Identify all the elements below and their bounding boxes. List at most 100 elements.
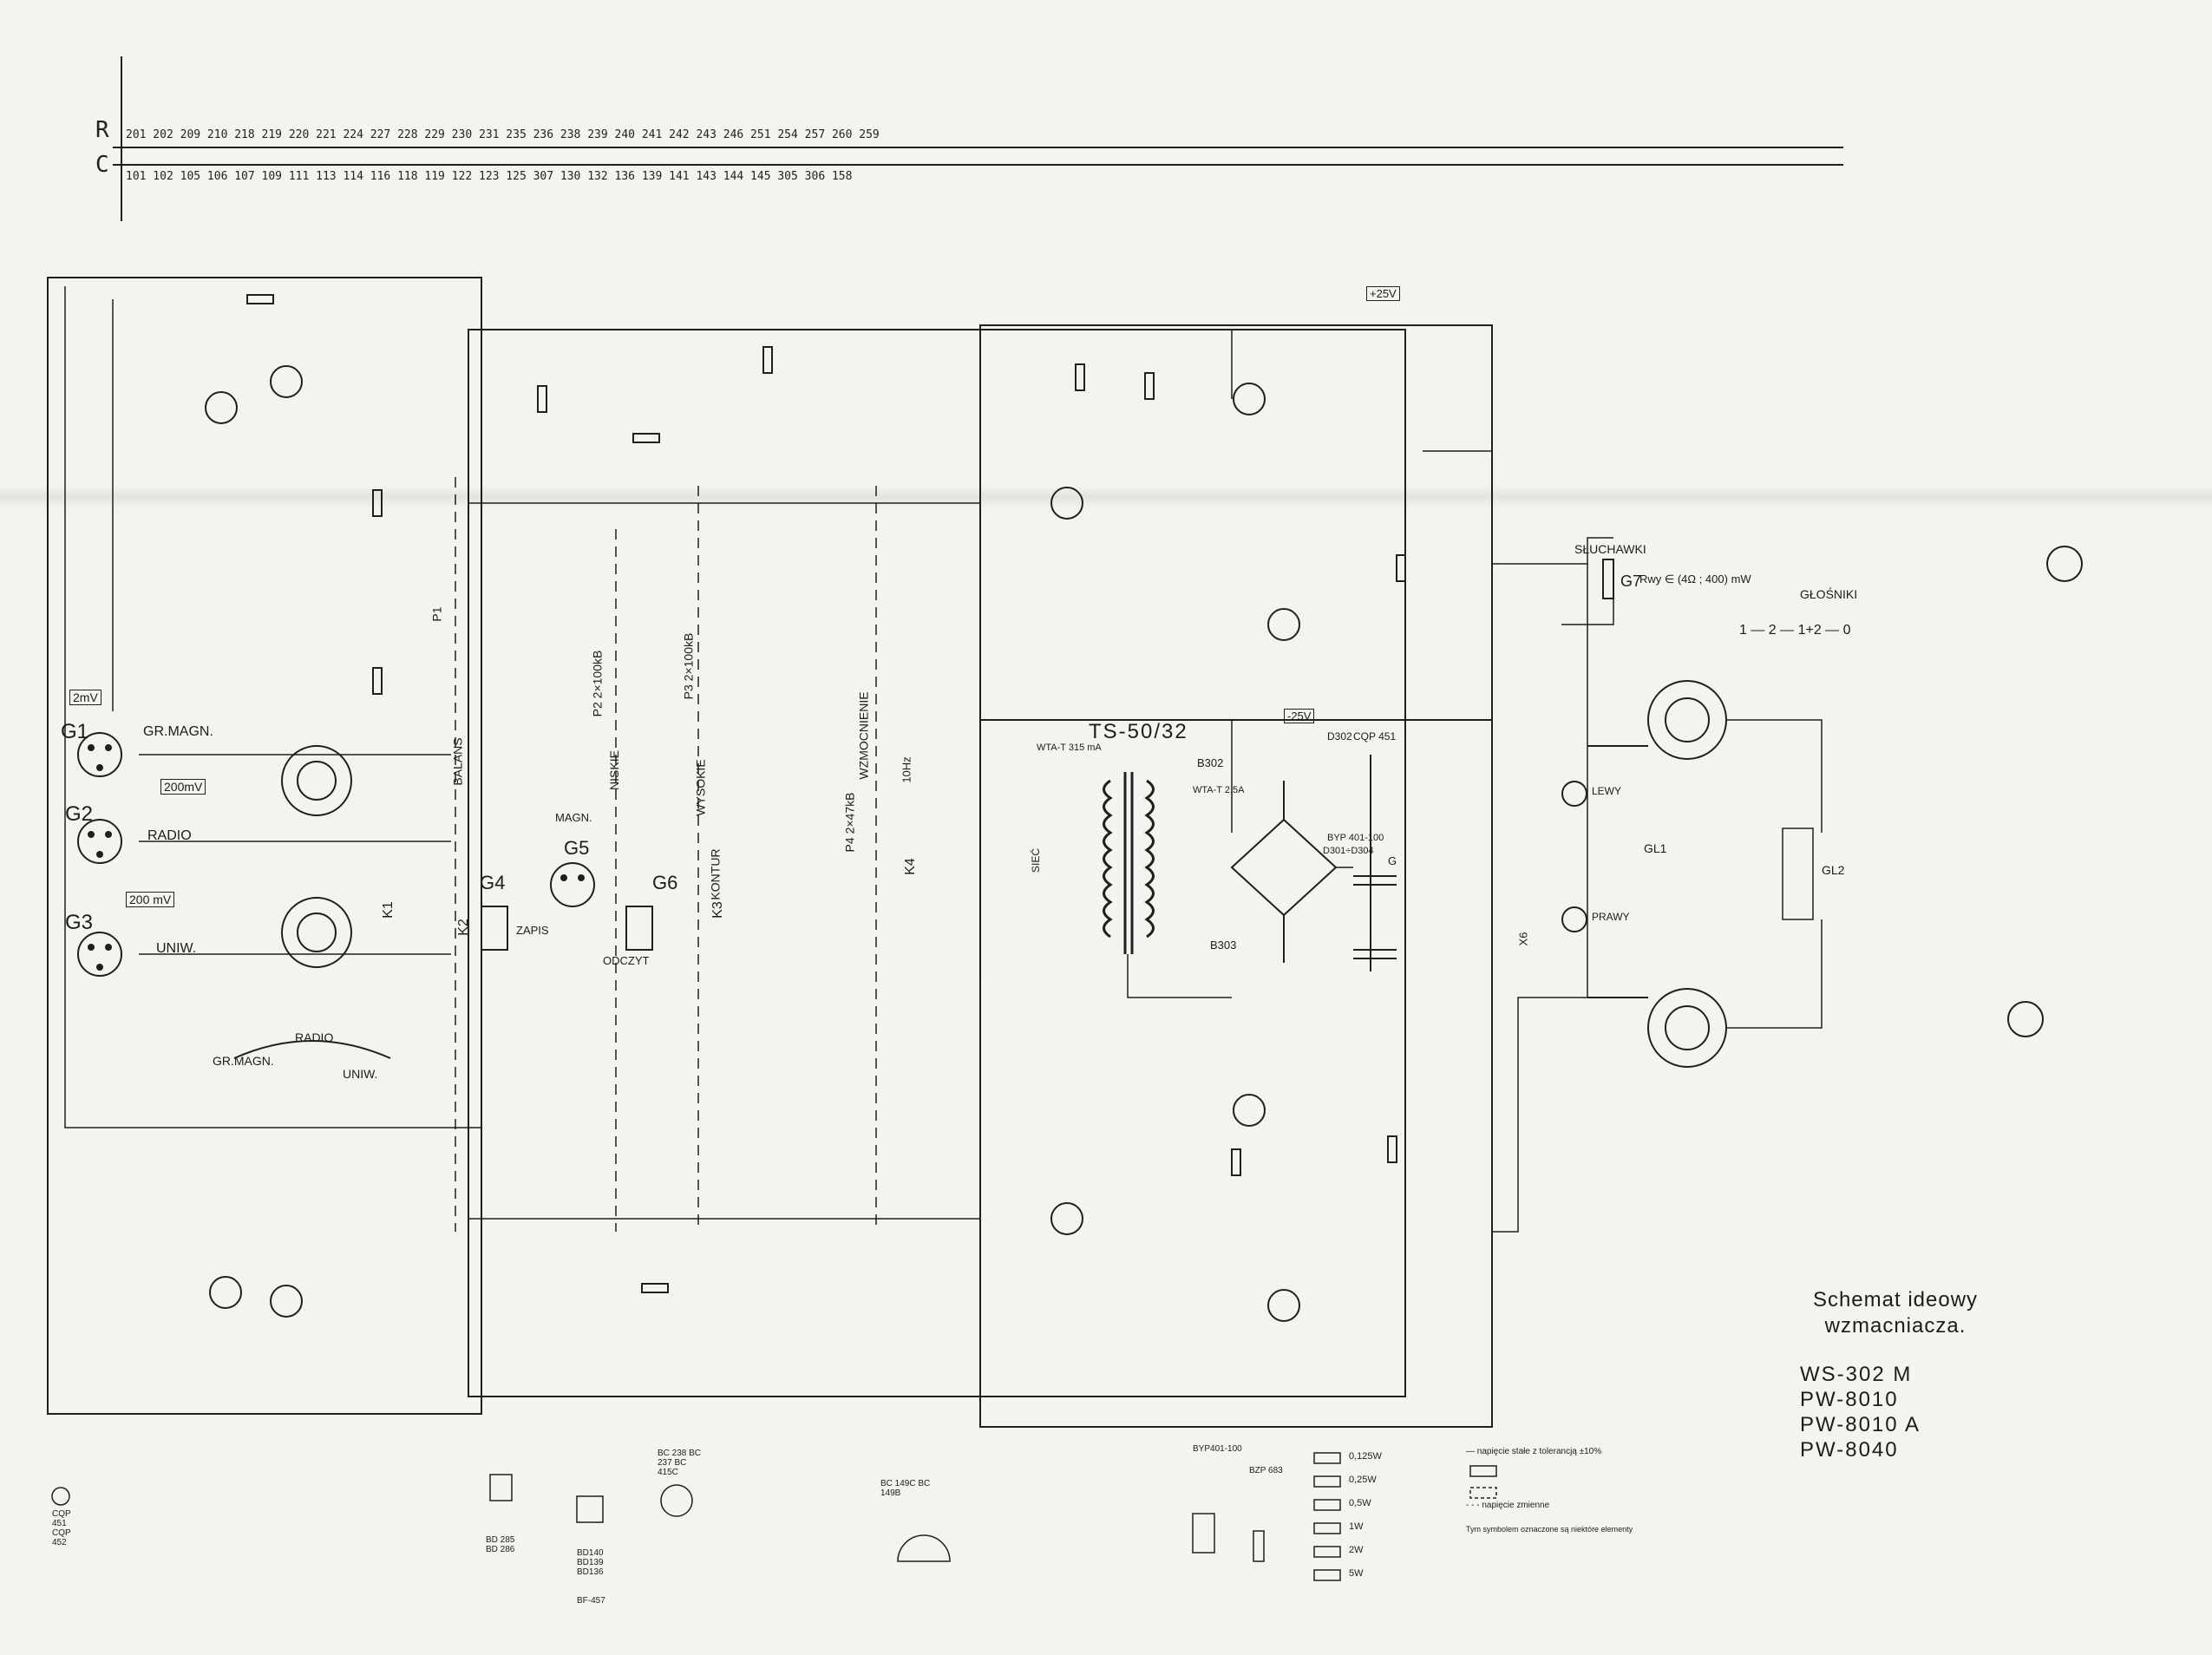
g3-desc: UNIW. bbox=[156, 941, 197, 956]
g-label: G bbox=[1388, 854, 1397, 867]
g1-level: 2mV bbox=[69, 690, 101, 705]
k1-label: K1 bbox=[380, 901, 396, 919]
legend-5w: 5W bbox=[1349, 1568, 1364, 1579]
p4-label: P4 2×47kB bbox=[842, 792, 857, 853]
wysokie-label: WYSOKIE bbox=[693, 759, 708, 816]
legend-025w: 0,25W bbox=[1349, 1475, 1377, 1485]
din-jack-g3 bbox=[77, 932, 122, 977]
sluchawki-label: SŁUCHAWKI bbox=[1574, 542, 1646, 556]
g6-label: G6 bbox=[652, 872, 678, 893]
rectifier-bridge bbox=[1230, 781, 1338, 963]
title-line1: Schemat ideowy bbox=[1812, 1288, 1979, 1312]
preamp-block bbox=[468, 329, 1406, 1397]
input-selector-upper bbox=[281, 745, 352, 816]
transformer bbox=[1103, 772, 1155, 954]
switch-pos-label: 1 — 2 — 1+2 — 0 bbox=[1739, 623, 1851, 638]
rail-c-label: C bbox=[95, 152, 109, 178]
g2-level: 200mV bbox=[160, 779, 206, 795]
niskie-label: NISKIE bbox=[606, 750, 621, 790]
input-block bbox=[47, 277, 482, 1415]
g2-desc: RADIO bbox=[147, 828, 192, 843]
input-selector-lower bbox=[281, 897, 352, 968]
g1-label: G1 bbox=[61, 720, 89, 743]
jack-g4 bbox=[481, 906, 508, 951]
legend-05w: 0,5W bbox=[1349, 1498, 1371, 1508]
title-block: Schemat ideowy wzmacniacza. bbox=[1765, 1288, 2025, 1338]
filter-caps bbox=[1353, 755, 1397, 971]
led-label: CQP 451 bbox=[1353, 730, 1397, 742]
10hz-label: 10Hz bbox=[900, 756, 913, 783]
legend-swatches bbox=[1313, 1452, 1497, 1581]
model-item: PW-8040 bbox=[1800, 1438, 1899, 1462]
v25-label: +25V bbox=[1366, 286, 1400, 301]
siec-label: SIEĆ bbox=[1030, 847, 1043, 873]
ref-row-r: 201 202 209 210 218 219 220 221 224 227 … bbox=[126, 128, 880, 141]
speaker-lamps bbox=[1561, 745, 1648, 998]
gl2-label: GL2 bbox=[1822, 863, 1845, 877]
pkg-bzp: BZP 683 bbox=[1249, 1466, 1283, 1475]
p3-label: P3 2×100kB bbox=[681, 632, 696, 700]
kontur-label: KONTUR bbox=[708, 848, 723, 900]
selector-radio-label: RADIO bbox=[295, 1030, 334, 1044]
bridge-label: BYP 401-100 bbox=[1327, 833, 1384, 843]
pkg-bd140: BD140 BD139 BD136 bbox=[577, 1548, 604, 1577]
title-line2: wzmacniacza. bbox=[1824, 1314, 1967, 1338]
k2-label: K2 bbox=[455, 919, 471, 936]
zapis-label: ZAPIS bbox=[516, 924, 549, 937]
model-list: WS-302 M PW-8010 PW-8010 A PW-8040 bbox=[1800, 1362, 1921, 1462]
fuse-b-label: WTA-T 2,5A bbox=[1193, 785, 1245, 795]
paper-fold bbox=[0, 486, 2212, 508]
g3-level: 200 mV bbox=[126, 892, 175, 907]
p1-label: P1 bbox=[429, 606, 444, 622]
resistor-symbols bbox=[246, 294, 1406, 1293]
model-item: PW-8010 A bbox=[1800, 1413, 1921, 1436]
model-item: PW-8010 bbox=[1800, 1388, 1899, 1411]
b303-label: B303 bbox=[1210, 939, 1237, 952]
glosniki-label: GŁOŚNIKI bbox=[1800, 587, 1858, 601]
legend-1w: 1W bbox=[1349, 1521, 1364, 1532]
transformer-label: TS-50/32 bbox=[1089, 720, 1188, 743]
din-jack-g1 bbox=[77, 732, 122, 777]
package-outlines bbox=[51, 1474, 1265, 1562]
g1-desc: GR.MAGN. bbox=[143, 724, 213, 739]
ganged-pots bbox=[455, 477, 877, 1232]
vm25-label: -25V bbox=[1284, 709, 1315, 723]
rail-r-label: R bbox=[95, 117, 109, 143]
p2-label: P2 2×100kB bbox=[590, 650, 605, 717]
selector-uniw-label: UNIW. bbox=[343, 1067, 378, 1081]
odczyt-label: ODCZYT bbox=[603, 954, 650, 967]
din-jack-g2 bbox=[77, 819, 122, 864]
k3-label: K3 bbox=[710, 901, 725, 919]
din-jack-g5 bbox=[550, 862, 595, 907]
headphone-jack-g7 bbox=[1602, 559, 1614, 599]
g4-label: G4 bbox=[480, 872, 506, 893]
speaker-selector-lower bbox=[1647, 988, 1727, 1068]
ref-row-c: 101 102 105 106 107 109 111 113 114 116 … bbox=[126, 170, 853, 183]
b302-label: B302 bbox=[1197, 756, 1224, 769]
pkg-cqp: CQP 451 CQP 452 bbox=[52, 1509, 71, 1547]
model-item: WS-302 M bbox=[1800, 1363, 1913, 1386]
g7-label: G7 bbox=[1620, 572, 1642, 590]
x6-label: X6 bbox=[1516, 932, 1530, 946]
pkg-bf457: BF-457 bbox=[577, 1596, 605, 1606]
selector-arc bbox=[233, 1040, 391, 1059]
d302-label: D302 bbox=[1327, 730, 1352, 742]
legend-solid: — napięcie stałe z tolerancją ±10% bbox=[1466, 1447, 1602, 1456]
legend-2w: 2W bbox=[1349, 1545, 1364, 1555]
wiring bbox=[64, 286, 1823, 1233]
legend-0125w: 0,125W bbox=[1349, 1451, 1382, 1462]
k4-label: K4 bbox=[902, 858, 918, 875]
g3-label: G3 bbox=[65, 911, 94, 934]
balans-label: BALANS bbox=[450, 737, 465, 786]
impedance-label: Rwy ∈ (4Ω ; 400) mW bbox=[1639, 572, 1751, 585]
bridge-range-label: D301÷D304 bbox=[1323, 846, 1374, 856]
g5-label: G5 bbox=[564, 837, 590, 859]
gl1-label: GL1 bbox=[1644, 841, 1667, 855]
jack-g6 bbox=[625, 906, 653, 951]
pkg-bc149: BC 149C BC 149B bbox=[880, 1479, 931, 1498]
lewy-label: LEWY bbox=[1592, 785, 1622, 797]
wzmocnienie-label: WZMOCNIENIE bbox=[856, 691, 871, 780]
selector-grmagn-label: GR.MAGN. bbox=[213, 1054, 274, 1068]
